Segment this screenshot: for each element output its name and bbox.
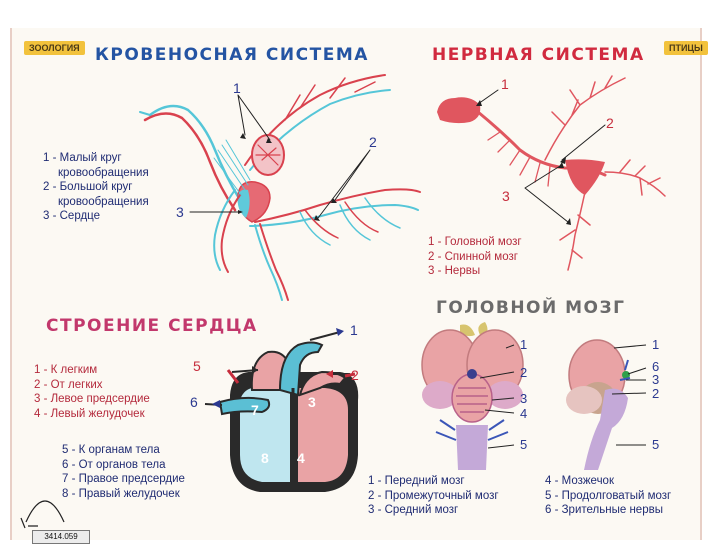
heart-label-8: 8	[261, 450, 269, 466]
nervous-legend-3: 3 - Нервы	[428, 264, 522, 279]
publisher-logo	[21, 501, 64, 528]
heart-legend-6: 6 - От органов тела	[62, 458, 185, 473]
heart-legend-3: 3 - Левое предсердие	[34, 392, 150, 407]
brain-legend-5: 5 - Продолговатый мозг	[545, 489, 671, 504]
circulatory-label-2: 2	[369, 134, 377, 150]
heart-label-7: 7	[251, 402, 259, 418]
circulatory-legend-1: 1 - Малый круг	[43, 151, 149, 166]
brain-top-diagram	[422, 322, 523, 470]
nervous-label-3: 3	[502, 188, 510, 204]
brain-top-label-2: 2	[520, 365, 527, 380]
heart-legend-a: 1 - К легким 2 - От легких 3 - Левое пре…	[34, 363, 150, 421]
circulatory-label-3: 3	[176, 204, 184, 220]
brain-legend-2: 2 - Промежуточный мозг	[368, 489, 499, 504]
heart-label-3: 3	[308, 394, 316, 410]
circulatory-label-1: 1	[233, 80, 241, 96]
circulatory-legend-2b: кровообращения	[43, 195, 149, 210]
catalog-code: 3414.059	[32, 530, 90, 544]
brain-side-diagram	[566, 340, 646, 470]
heart-legend-1: 1 - К легким	[34, 363, 150, 378]
heart-label-2: 2	[351, 367, 359, 383]
nervous-legend-2: 2 - Спинной мозг	[428, 250, 522, 265]
brain-legend-6: 6 - Зрительные нервы	[545, 503, 671, 518]
brain-top-label-1: 1	[520, 337, 527, 352]
brain-legend-3: 3 - Средний мозг	[368, 503, 499, 518]
circulatory-diagram	[140, 75, 420, 300]
heart-legend-4: 4 - Левый желудочек	[34, 407, 150, 422]
brain-legend-a: 1 - Передний мозг 2 - Промежуточный мозг…	[368, 474, 499, 518]
heart-label-4: 4	[297, 450, 305, 466]
circulatory-legend: 1 - Малый круг кровообращения 2 - Большо…	[43, 151, 149, 224]
nervous-legend-1: 1 - Головной мозг	[428, 235, 522, 250]
brain-legend-b: 4 - Мозжечок 5 - Продолговатый мозг 6 - …	[545, 474, 671, 518]
brain-side-label-1: 1	[652, 337, 659, 352]
brain-side-label-2: 2	[652, 386, 659, 401]
circulatory-legend-1b: кровообращения	[43, 166, 149, 181]
nervous-label-2: 2	[606, 115, 614, 131]
heart-legend-b: 5 - К органам тела 6 - От органов тела 7…	[62, 443, 185, 501]
heart-legend-8: 8 - Правый желудочек	[62, 487, 185, 502]
brain-top-label-5: 5	[520, 437, 527, 452]
heart-label-5: 5	[193, 358, 201, 374]
nervous-label-1: 1	[501, 76, 509, 92]
heart-diagram	[205, 328, 358, 492]
nervous-legend: 1 - Головной мозг 2 - Спинной мозг 3 - Н…	[428, 235, 522, 279]
brain-legend-1: 1 - Передний мозг	[368, 474, 499, 489]
brain-side-label-3: 3	[652, 372, 659, 387]
circulatory-legend-3: 3 - Сердце	[43, 209, 149, 224]
brain-legend-4: 4 - Мозжечок	[545, 474, 671, 489]
heart-legend-5: 5 - К органам тела	[62, 443, 185, 458]
heart-legend-7: 7 - Правое предсердие	[62, 472, 185, 487]
brain-side-label-5: 5	[652, 437, 659, 452]
circulatory-legend-2: 2 - Большой круг	[43, 180, 149, 195]
brain-top-label-3: 3	[520, 391, 527, 406]
heart-label-6: 6	[190, 394, 198, 410]
brain-top-label-4: 4	[520, 406, 527, 421]
heart-legend-2: 2 - От легких	[34, 378, 150, 393]
heart-label-1: 1	[350, 322, 358, 338]
